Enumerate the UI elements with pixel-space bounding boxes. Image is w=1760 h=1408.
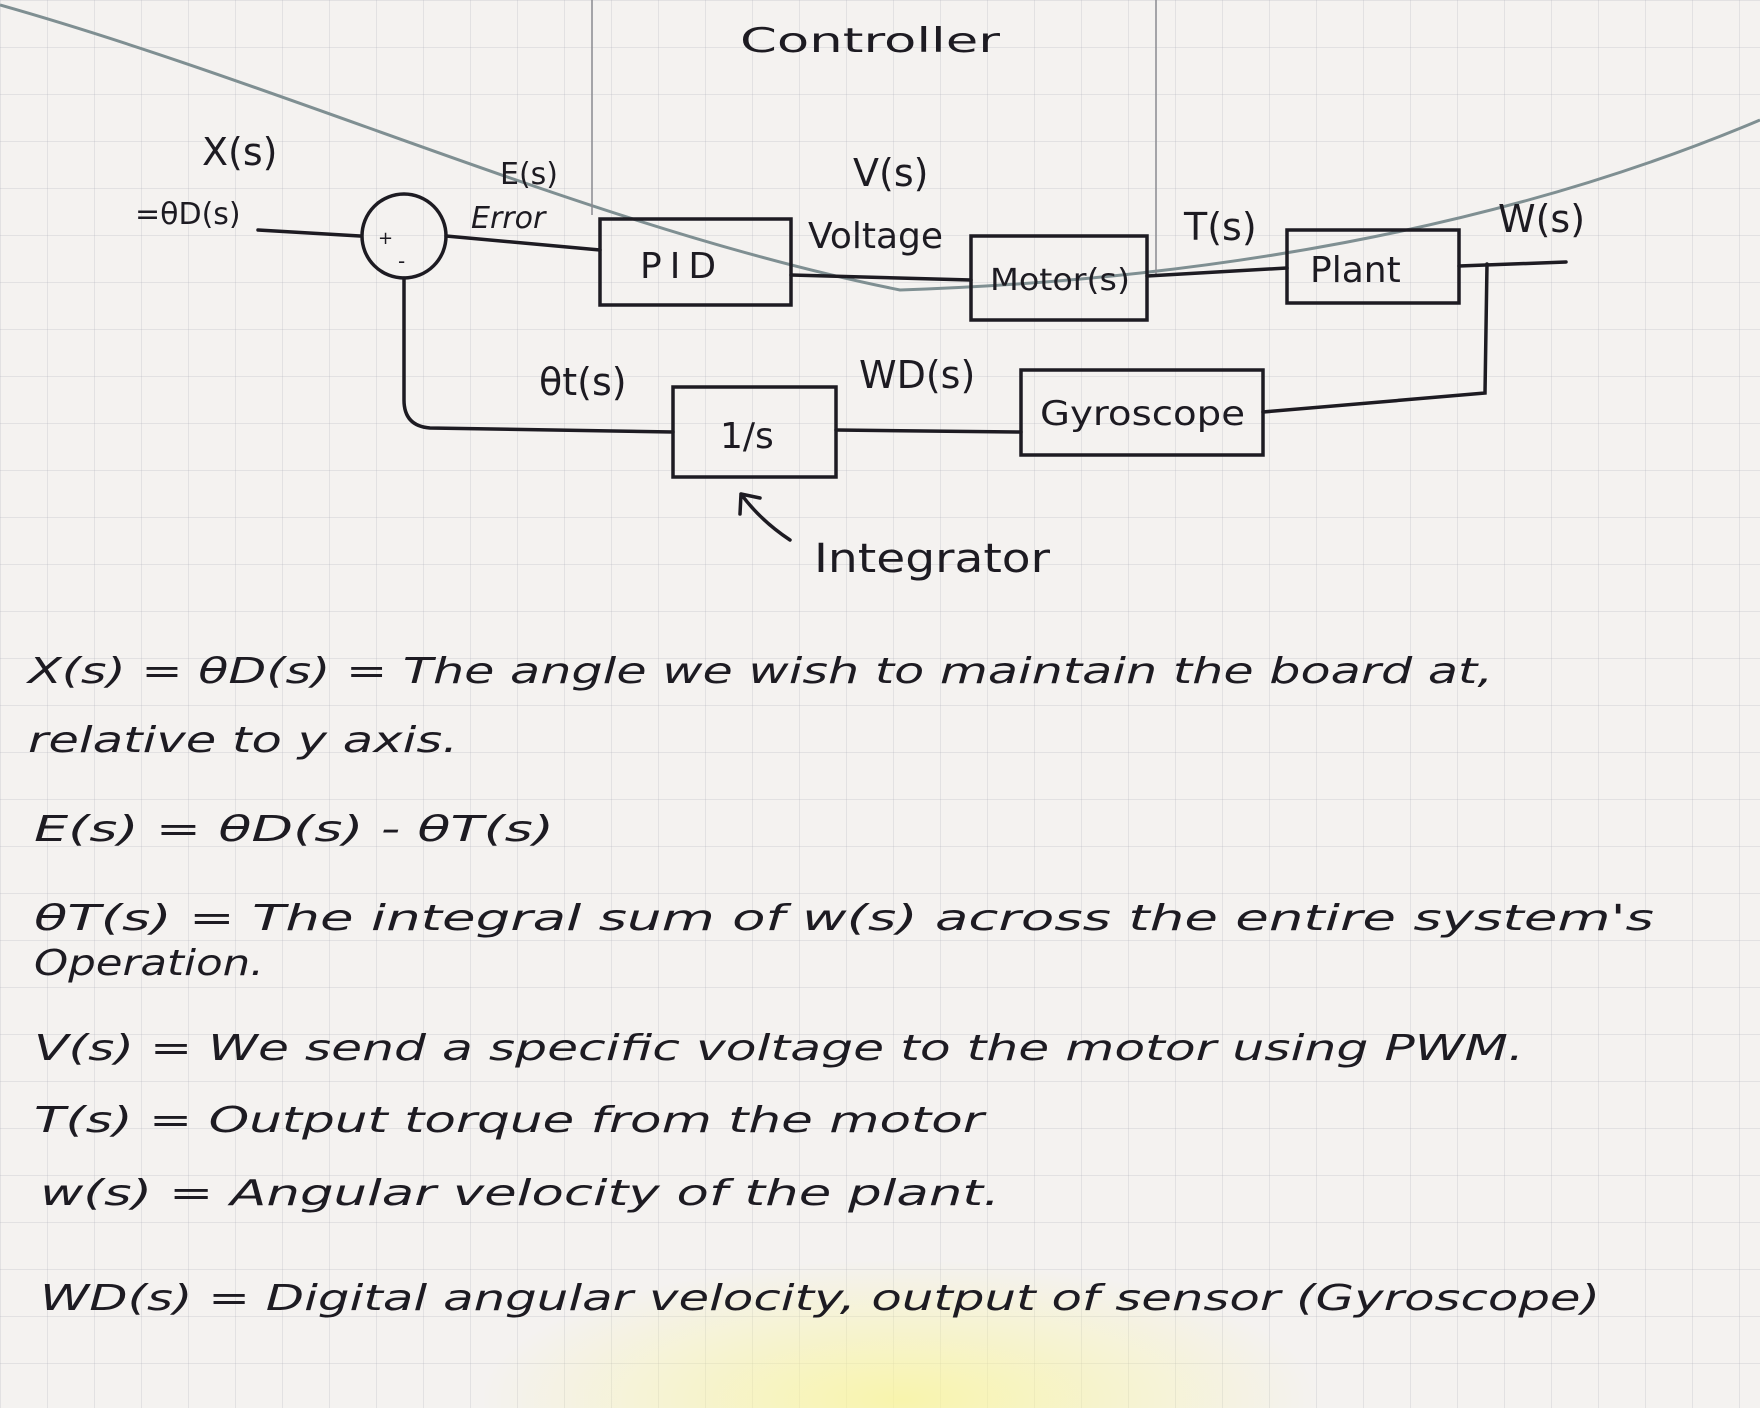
gyroscope-block xyxy=(1019,368,1265,457)
voltage-signal-label: V(s) xyxy=(853,151,928,195)
integrator-arrow-icon xyxy=(738,492,792,542)
summing-plus-sign: + xyxy=(378,228,393,249)
torque-line xyxy=(1145,266,1289,278)
note-line: relative to y axis. xyxy=(28,720,458,761)
digital-velocity-signal-label: WD(s) xyxy=(859,353,975,397)
controller-boundary-curve xyxy=(0,3,1760,292)
definitions-notes: X(s) = θD(s) = The angle we wish to main… xyxy=(25,651,1654,1319)
output-line xyxy=(1457,260,1568,268)
note-line: θT(s) = The integral sum of w(s) across … xyxy=(34,898,1654,939)
note-line: T(s) = Output torque from the motor xyxy=(34,1100,987,1141)
note-line: Operation. xyxy=(34,943,264,984)
error-line xyxy=(444,234,602,252)
summing-minus-sign: - xyxy=(398,249,405,273)
pid-block-label: PID xyxy=(640,246,724,287)
controller-label: Controller xyxy=(740,21,1000,61)
error-label: Error xyxy=(471,201,547,236)
note-line: V(s) = We send a specific voltage to the… xyxy=(34,1028,1524,1069)
torque-signal-label: T(s) xyxy=(1183,205,1257,249)
input-desired-angle-label: =θD(s) xyxy=(135,197,241,232)
controller-region: Controller xyxy=(0,0,1760,292)
input-line xyxy=(256,228,362,238)
output-signal-label: W(s) xyxy=(1498,197,1585,241)
integrator-block-label: 1/s xyxy=(720,416,774,457)
motor-block xyxy=(969,234,1149,322)
gyroscope-block-label: Gyroscope xyxy=(1040,394,1245,434)
note-line: X(s) = θD(s) = The angle we wish to main… xyxy=(25,651,1493,692)
note-line: WD(s) = Digital angular velocity, output… xyxy=(40,1278,1600,1319)
note-line: E(s) = θD(s) - θT(s) xyxy=(34,809,554,850)
gyro-to-integrator-line xyxy=(834,428,1023,434)
pid-block xyxy=(598,217,793,307)
integrator-annotation: Integrator xyxy=(814,536,1051,582)
error-signal-label: E(s) xyxy=(500,157,558,192)
voltage-line xyxy=(789,273,973,282)
theta-signal-label: θt(s) xyxy=(539,360,627,404)
note-line: w(s) = Angular velocity of the plant. xyxy=(40,1173,1000,1214)
motor-block-label: Motor(s) xyxy=(990,263,1130,298)
input-signal-label: X(s) xyxy=(202,130,277,174)
integrator-feedback-line xyxy=(402,276,675,434)
voltage-label: Voltage xyxy=(808,216,943,257)
plant-block-label: Plant xyxy=(1310,250,1401,291)
feedback-to-gyro-line xyxy=(1261,262,1489,414)
